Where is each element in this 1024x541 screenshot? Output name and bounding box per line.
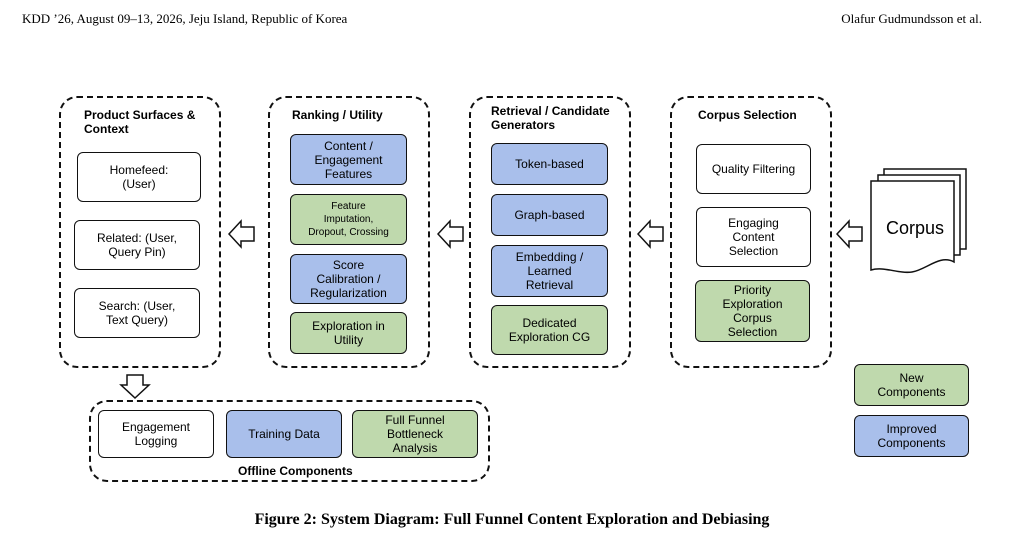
feature-imputation-box: Feature Imputation, Dropout, Crossing bbox=[290, 194, 407, 245]
corpus-selection-group bbox=[670, 96, 832, 368]
corpus-label: Corpus bbox=[885, 218, 945, 238]
legend-new-components: New Components bbox=[854, 364, 969, 406]
engaging-content-selection-box: Engaging Content Selection bbox=[696, 207, 811, 267]
engagement-logging-box: Engagement Logging bbox=[98, 410, 214, 458]
legend-improved-components: Improved Components bbox=[854, 415, 969, 457]
exploration-in-utility-box: Exploration in Utility bbox=[290, 312, 407, 354]
dedicated-exploration-cg-box: Dedicated Exploration CG bbox=[491, 305, 608, 355]
corpus-selection-title: Corpus Selection bbox=[698, 108, 797, 122]
offline-components-group bbox=[89, 400, 490, 482]
arrow-left-icon bbox=[228, 219, 255, 249]
ranking-utility-title: Ranking / Utility bbox=[292, 108, 383, 122]
arrow-left-icon bbox=[836, 219, 863, 249]
product-surfaces-title: Product Surfaces & Context bbox=[84, 108, 196, 136]
arrow-left-icon bbox=[437, 219, 464, 249]
arrow-down-icon bbox=[119, 374, 151, 400]
header-authors: Olafur Gudmundsson et al. bbox=[841, 11, 982, 26]
corpus-documents-icon bbox=[870, 168, 967, 274]
ranking-utility-group bbox=[268, 96, 430, 368]
product-surfaces-group bbox=[59, 96, 221, 368]
quality-filtering-box: Quality Filtering bbox=[696, 144, 811, 194]
score-calibration-box: Score Calibration / Regularization bbox=[290, 254, 407, 304]
token-based-box: Token-based bbox=[491, 143, 608, 185]
training-data-box: Training Data bbox=[226, 410, 342, 458]
offline-components-title: Offline Components bbox=[238, 464, 353, 478]
content-engagement-features-box: Content / Engagement Features bbox=[290, 134, 407, 185]
related-box: Related: (User, Query Pin) bbox=[74, 220, 200, 270]
header-venue: KDD ’26, August 09–13, 2026, Jeju Island… bbox=[22, 11, 348, 26]
priority-exploration-corpus-box: Priority Exploration Corpus Selection bbox=[695, 280, 810, 342]
full-funnel-analysis-box: Full Funnel Bottleneck Analysis bbox=[352, 410, 478, 458]
graph-based-box: Graph-based bbox=[491, 194, 608, 236]
figure-caption: Figure 2: System Diagram: Full Funnel Co… bbox=[254, 511, 770, 528]
retrieval-title: Retrieval / Candidate Generators bbox=[491, 104, 610, 132]
embedding-retrieval-box: Embedding / Learned Retrieval bbox=[491, 245, 608, 297]
homefeed-box: Homefeed: (User) bbox=[77, 152, 201, 202]
arrow-left-icon bbox=[637, 219, 664, 249]
search-box: Search: (User, Text Query) bbox=[74, 288, 200, 338]
retrieval-group bbox=[469, 96, 631, 368]
